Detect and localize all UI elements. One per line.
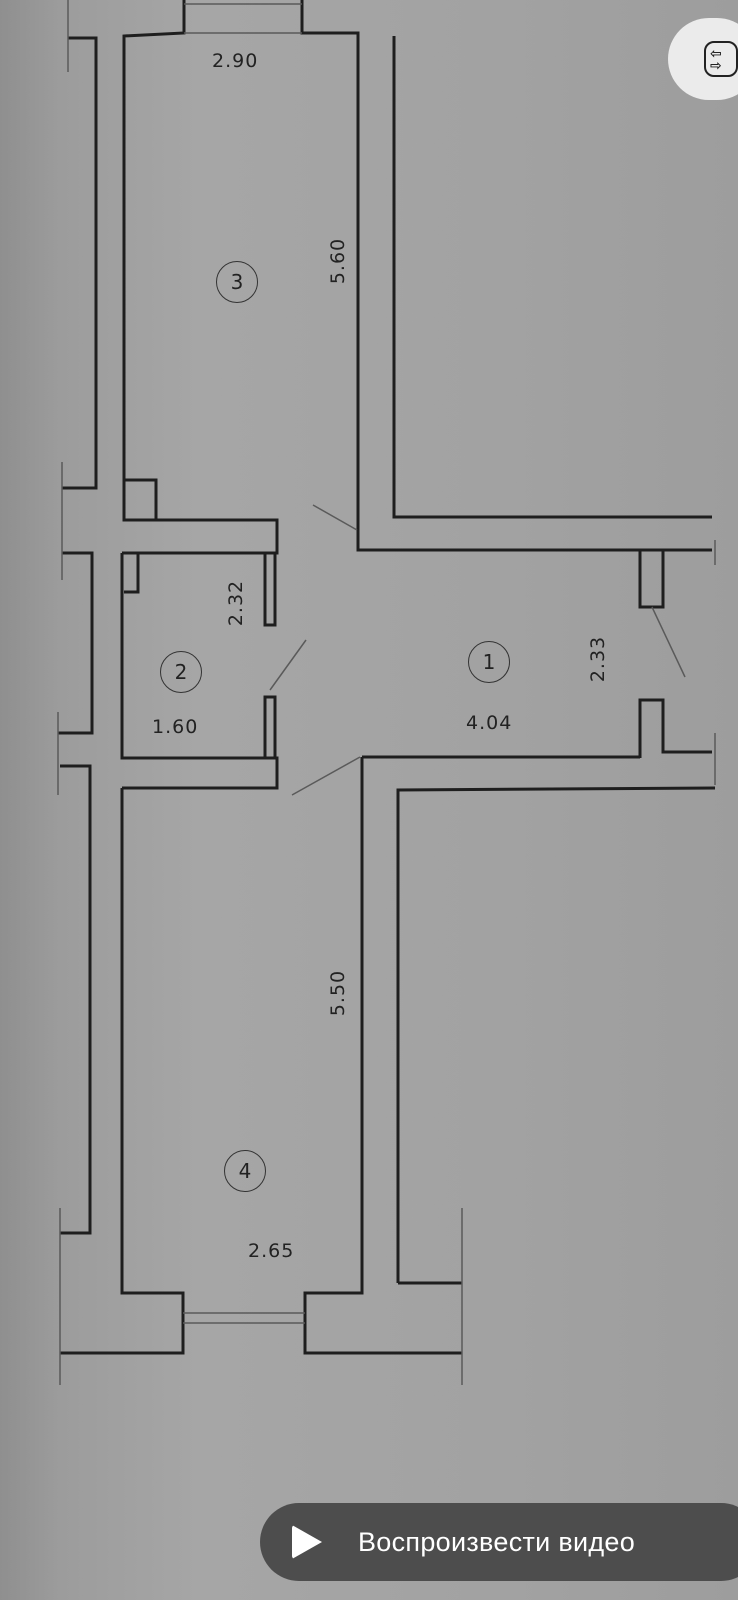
room-3-number-badge: 3 [216,261,258,303]
play-video-button[interactable]: Воспроизвести видео [260,1503,738,1581]
room-2-number: 2 [174,660,188,684]
room-2-length-label: 2.32 [225,579,248,627]
room-2-number-badge: 2 [160,651,202,693]
room-3-width-label: 2.90 [212,50,259,72]
room-1-width-label: 4.04 [466,712,513,734]
room-1-number: 1 [482,650,496,674]
room-1-length-label: 2.33 [587,635,610,683]
room-4-width-label: 2.65 [248,1240,295,1262]
share-switch-button[interactable]: ⇦ ⇨ [668,18,738,100]
room-2-width-label: 1.60 [152,716,199,738]
play-video-label: Воспроизвести видео [358,1526,636,1557]
room-4-length-label: 5.50 [327,969,350,1017]
room-4-number-badge: 4 [224,1150,266,1192]
play-icon [292,1525,322,1559]
room-3-length-label: 5.60 [327,237,350,285]
room-1-number-badge: 1 [468,641,510,683]
switch-arrows-icon: ⇦ ⇨ [704,41,738,77]
room-3-number: 3 [230,270,244,294]
room-4-number: 4 [238,1159,252,1183]
